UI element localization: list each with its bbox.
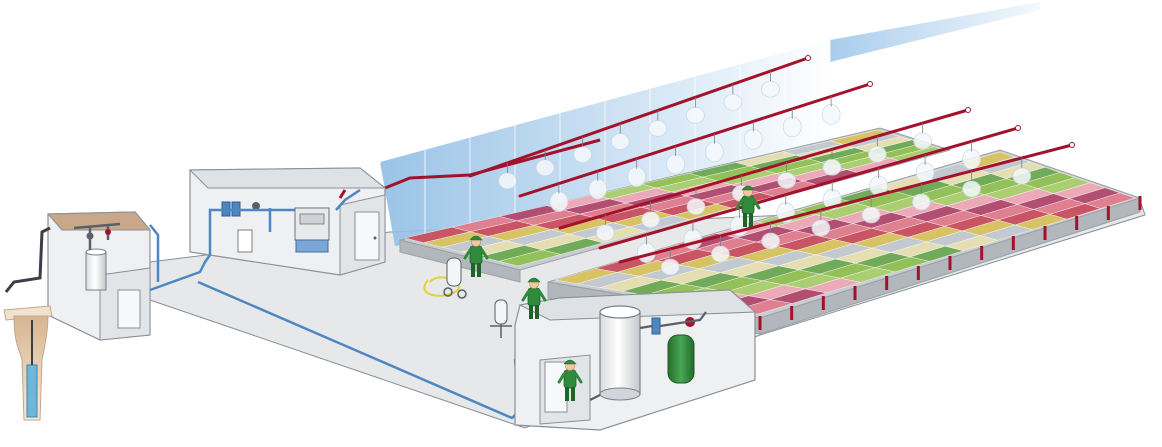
mist-cloud <box>573 146 593 164</box>
mist-cloud <box>498 172 517 190</box>
mist-cloud <box>782 116 802 138</box>
mist-cloud <box>683 228 703 250</box>
mist-cloud <box>686 198 706 216</box>
line-end-cap <box>965 107 971 113</box>
borehole <box>3 305 53 421</box>
mist-cloud <box>911 193 931 211</box>
misting-line <box>618 143 1074 264</box>
mist-cloud <box>962 148 981 170</box>
mixing-room-door <box>544 361 568 413</box>
mist-cloud <box>761 80 780 98</box>
dosing-tank-icon <box>667 334 695 384</box>
worker-icon <box>735 185 761 227</box>
mist-cloud <box>723 93 743 111</box>
misting-lines <box>333 55 1075 264</box>
mist-cloud <box>705 141 724 163</box>
mist-cloud <box>648 120 668 137</box>
mist-cloud <box>666 153 685 175</box>
well-room <box>4 211 152 341</box>
mist-cloud <box>660 258 680 276</box>
bench-left <box>399 127 952 283</box>
hose-icon <box>423 276 461 297</box>
pressure-tank-icon <box>85 251 107 291</box>
submersible-pump-icon <box>26 364 38 418</box>
worker-icon <box>463 235 489 277</box>
mist-cloud <box>641 211 661 229</box>
valve-icon <box>252 202 260 210</box>
booster-pump-icon <box>295 239 329 253</box>
spray-cart <box>423 257 467 299</box>
mist-cloud <box>867 145 887 163</box>
mist-cloud <box>822 158 842 176</box>
storage-tank-icon <box>599 311 641 395</box>
mist-cloud <box>811 219 831 237</box>
mist-cloud <box>1012 167 1032 185</box>
mist-cloud <box>595 224 615 242</box>
mist-cloud <box>761 232 781 250</box>
mist-cloud <box>913 132 933 150</box>
mist-cloud <box>685 106 705 124</box>
sprayer-unit <box>490 299 512 338</box>
mist-cloud <box>861 206 881 224</box>
mist-cloud <box>915 162 935 184</box>
dosing-canister-icon <box>237 229 253 253</box>
worker-icon <box>521 277 547 319</box>
line-end-cap <box>805 55 811 61</box>
mist-cloud <box>610 133 630 150</box>
mist-cloud <box>743 128 763 150</box>
mist-cloud <box>549 191 569 212</box>
bench-right <box>547 149 1142 335</box>
mist-cloud <box>962 180 981 198</box>
well-room-door <box>117 289 141 329</box>
line-end-cap <box>1015 125 1021 131</box>
misting-line <box>598 126 1020 250</box>
mist-cloud <box>711 245 730 263</box>
mist-cloud <box>627 166 647 188</box>
well-riser-pipe <box>4 226 51 293</box>
misting-line <box>468 56 810 178</box>
mist-cloud <box>777 172 797 189</box>
mist-cloud <box>588 178 608 200</box>
line-end-cap <box>867 81 873 87</box>
workers <box>463 185 761 401</box>
line-end-cap <box>1069 142 1075 148</box>
mixing-room <box>514 289 757 431</box>
misting-line <box>558 108 970 230</box>
backpack-sprayer-icon <box>446 257 462 287</box>
pump-room-door <box>354 211 380 261</box>
mist-cloud <box>535 159 555 177</box>
mist-cloud <box>821 104 841 125</box>
worker-icon <box>557 359 583 401</box>
filter-icon <box>651 317 661 335</box>
misting-line <box>518 82 872 198</box>
pump-room <box>188 167 387 276</box>
